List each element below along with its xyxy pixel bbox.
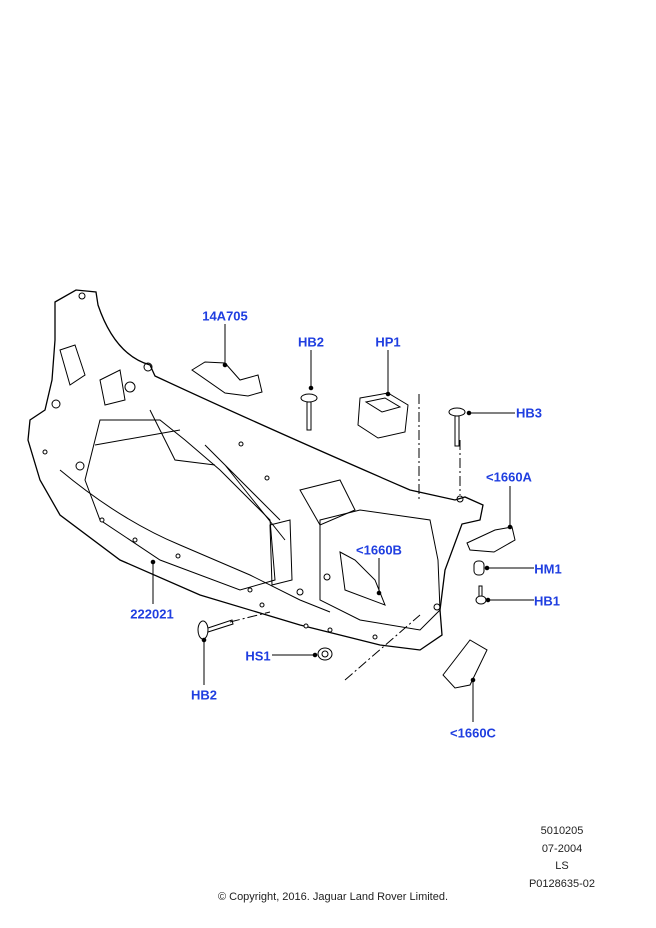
copyright-notice: © Copyright, 2016. Jaguar Land Rover Lim… [217, 891, 449, 903]
callout-hm1[interactable]: HM1 [534, 561, 562, 577]
diagram-code: 5010205 [540, 825, 584, 837]
callout-1660b[interactable]: <1660B [356, 542, 402, 558]
callout-hs1[interactable]: HS1 [245, 648, 271, 664]
diagram-date: 07-2004 [541, 843, 583, 855]
callout-hp1[interactable]: HP1 [375, 334, 401, 350]
leader-lines [150, 324, 534, 722]
bolt-hb1 [475, 585, 487, 605]
assembly-lines [229, 394, 461, 681]
callout-14a705[interactable]: 14A705 [202, 308, 248, 324]
bracket-1660a [466, 526, 516, 553]
bolt-hb2-top [300, 393, 318, 431]
bolt-hb2-bottom [197, 619, 234, 640]
diagram-model: LS [555, 860, 569, 872]
callout-hb1[interactable]: HB1 [533, 593, 561, 609]
callout-1660c[interactable]: <1660C [450, 725, 496, 741]
callout-hb2-top[interactable]: HB2 [297, 334, 325, 350]
clip-hs1 [317, 647, 333, 661]
front-end-carrier-222021 [27, 289, 484, 651]
nut-hm1 [473, 560, 485, 576]
bolt-hb3 [448, 407, 466, 447]
diagram-reference: P0128635-02 [528, 878, 596, 890]
callout-hb3[interactable]: HB3 [515, 405, 543, 421]
part-hp1 [357, 392, 409, 439]
bracket-1660c [442, 639, 488, 689]
callout-hb2-bottom[interactable]: HB2 [190, 687, 218, 703]
callout-1660a[interactable]: <1660A [486, 469, 532, 485]
callout-222021[interactable]: 222021 [130, 606, 174, 622]
bracket-14A705 [191, 361, 263, 397]
